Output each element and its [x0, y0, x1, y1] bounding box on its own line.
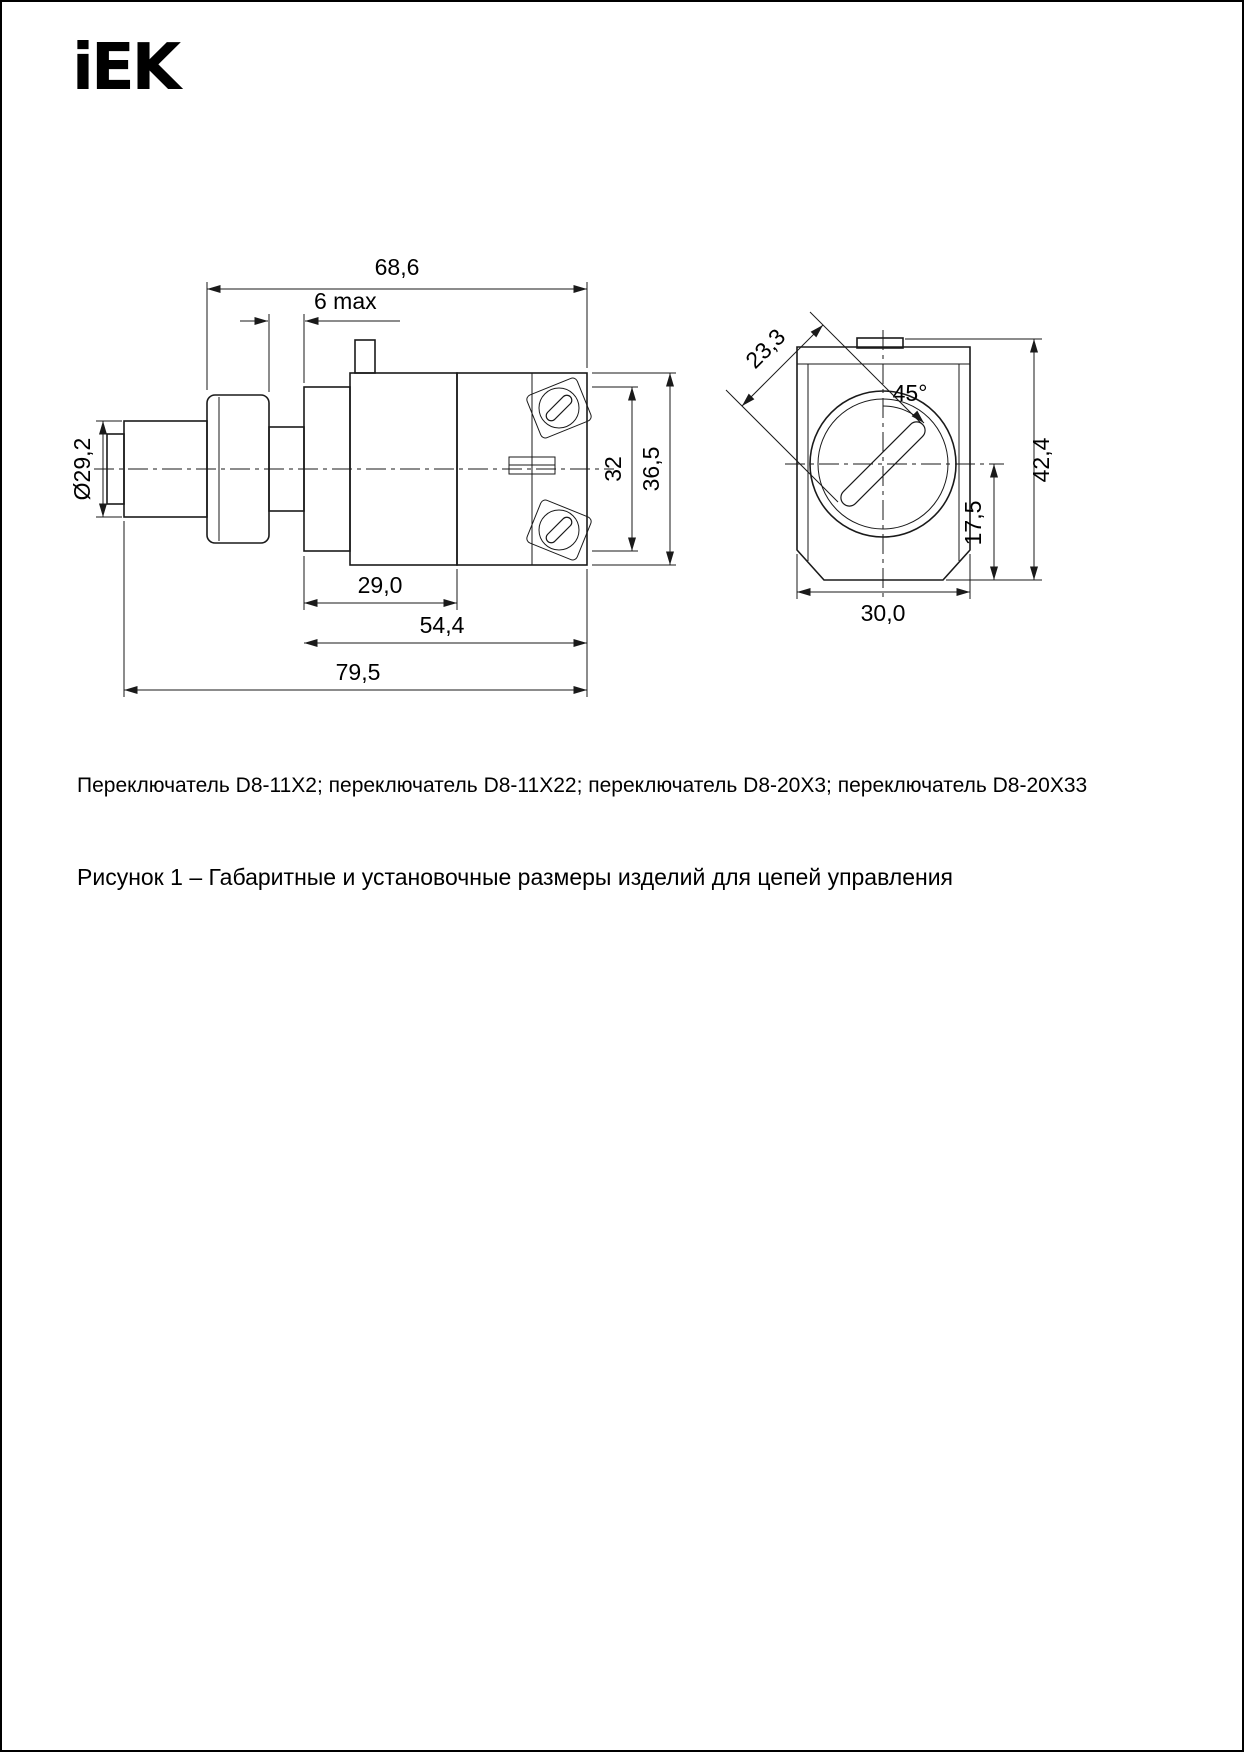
dim-label-68-6: 68,6	[375, 254, 420, 280]
dim-label-6-max: 6 max	[314, 288, 377, 314]
dim-label-diameter: Ø29,2	[69, 438, 95, 501]
selector-handle-slot	[840, 421, 926, 507]
iek-logo: iEK	[72, 31, 181, 105]
middle-terminal	[508, 456, 556, 475]
front-body	[796, 346, 971, 581]
switch-side-outline	[94, 339, 614, 566]
front-top-tab	[856, 337, 904, 349]
dim-79-5: 79,5	[123, 521, 587, 697]
dim-29-0: 29,0	[303, 556, 458, 610]
front-view-drawing: 45° 23,3 42,4 17,5	[725, 311, 1054, 626]
dim-68-6: 68,6	[206, 254, 588, 390]
dim-label-42-4: 42,4	[1028, 437, 1054, 482]
dim-6-max: 6 max	[240, 288, 400, 392]
dim-label-45deg: 45°	[893, 380, 928, 406]
dim-label-23-3: 23,3	[740, 323, 790, 373]
dim-32: 32	[592, 386, 638, 552]
screw-slot-top	[545, 394, 573, 422]
dim-label-54-4: 54,4	[420, 612, 465, 638]
screw-terminal-top	[526, 377, 592, 439]
technical-drawing: 68,6 6 max Ø29,2 32	[69, 254, 1054, 697]
dim-54-4: 54,4	[304, 569, 588, 697]
screw-terminal-bottom	[526, 499, 592, 561]
dim-diameter-29-2: Ø29,2	[69, 420, 122, 518]
screw-slot-bottom	[545, 516, 573, 544]
dim-label-30-0: 30,0	[861, 600, 906, 626]
dim-42-4: 42,4	[905, 338, 1054, 581]
dim-17-5: 17,5	[960, 464, 998, 580]
product-models-caption: Переключатель D8-11X2; переключатель D8-…	[77, 774, 1088, 797]
dim-label-79-5: 79,5	[336, 659, 381, 685]
dim-36-5: 36,5	[592, 372, 676, 566]
dim-label-36-5: 36,5	[638, 447, 664, 492]
dim-label-32: 32	[600, 456, 626, 482]
switch-front-outline	[785, 330, 1004, 598]
side-view-drawing: 68,6 6 max Ø29,2 32	[69, 254, 676, 697]
dim-angle-45: 45°	[882, 380, 928, 424]
figure-caption: Рисунок 1 – Габаритные и установочные ра…	[77, 864, 954, 890]
dim-label-17-5: 17,5	[960, 501, 986, 546]
dim-30-0: 30,0	[796, 554, 971, 626]
dim-label-29-0: 29,0	[358, 572, 403, 598]
anti-rotation-tab	[354, 339, 376, 374]
